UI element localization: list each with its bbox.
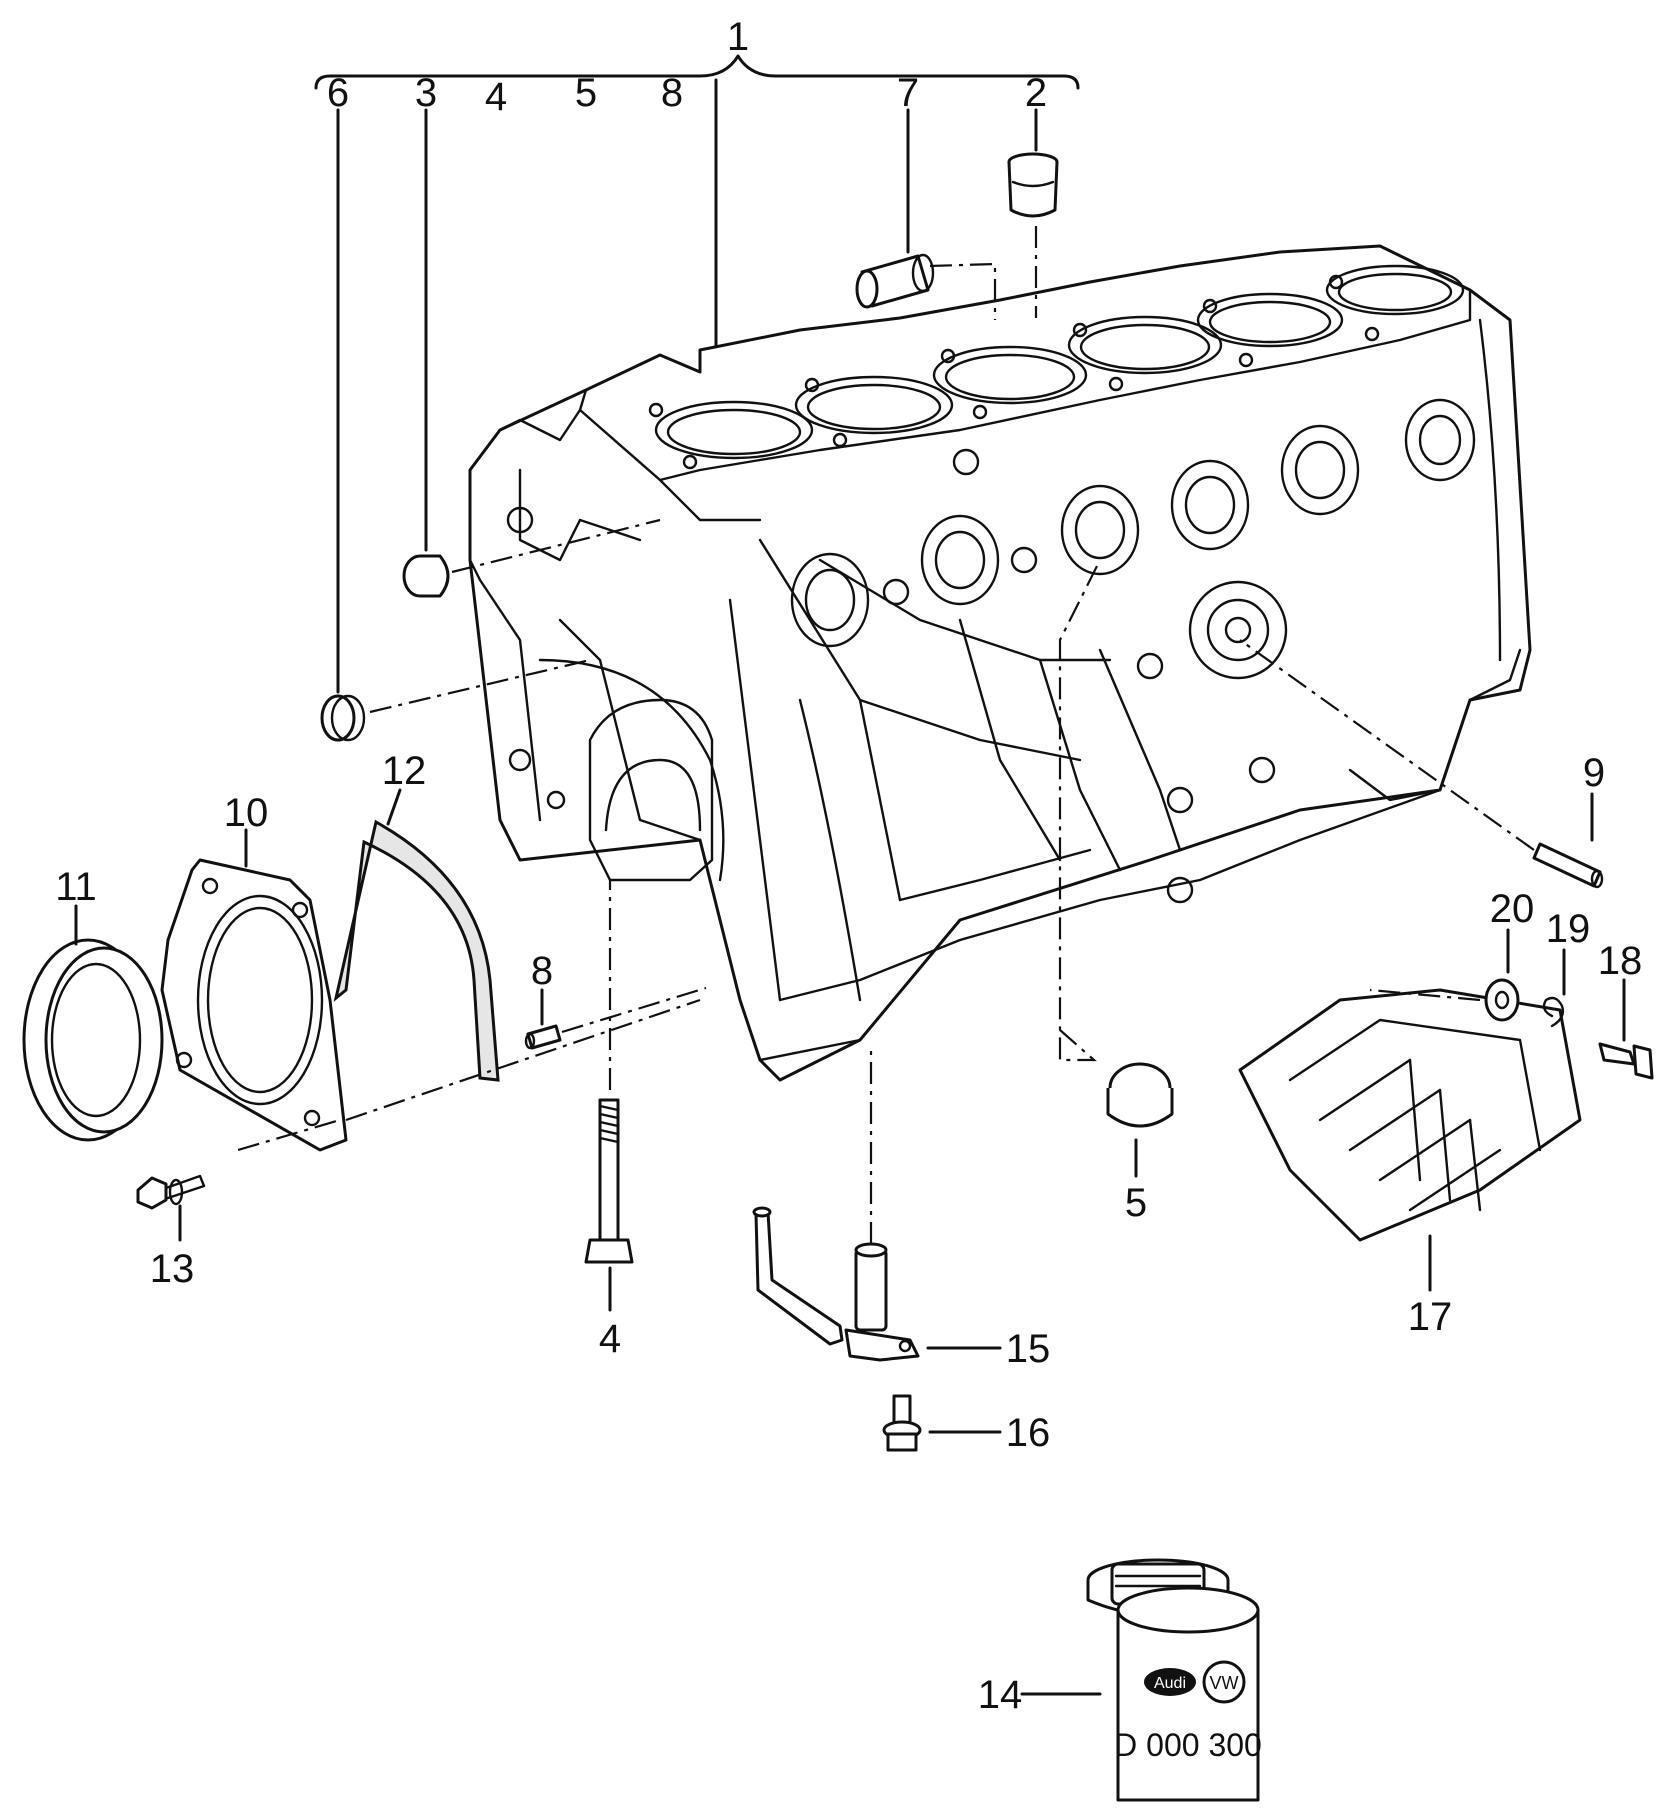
can-label: Audi VW D 000 300	[1114, 1660, 1262, 1763]
part-20-washer	[1484, 928, 1520, 1022]
part-6-ring	[320, 108, 591, 742]
can-brand-vw: VW	[1210, 1673, 1239, 1693]
callout-18: 18	[1598, 939, 1643, 983]
callout-2: 2	[1025, 71, 1047, 115]
callout-17: 17	[1408, 1295, 1453, 1339]
part-13-bolt	[136, 1174, 206, 1242]
can-part-number: D 000 300	[1114, 1727, 1262, 1763]
engine-block	[468, 244, 1532, 1082]
part-5-plug	[1058, 559, 1174, 1178]
group-bracket	[314, 54, 1080, 362]
callout-4: 4	[599, 1317, 621, 1361]
can-brand-audi: Audi	[1154, 1675, 1186, 1692]
part-9-pin	[1239, 639, 1604, 889]
part-10-flange	[160, 828, 701, 1152]
callout-16: 16	[1006, 1411, 1051, 1455]
callout-15: 15	[1006, 1327, 1051, 1371]
callout-12: 12	[382, 749, 427, 793]
callout-5: 5	[1125, 1181, 1147, 1225]
part-12-gasket	[333, 788, 500, 1082]
part-16-bolt	[882, 1394, 1002, 1452]
callout-8: 8	[531, 949, 553, 993]
callout-4-top: 4	[485, 75, 507, 119]
callout-6: 6	[327, 71, 349, 115]
callout-13: 13	[150, 1247, 195, 1291]
callout-labels: 1 6 3 4 5 8 7 2 12 10 11 8 13 4 9 5 20 1…	[55, 15, 1642, 1717]
callout-7: 7	[897, 71, 919, 115]
part-4-stud	[584, 880, 634, 1312]
callout-19: 19	[1546, 907, 1591, 951]
part-17-baffle	[1238, 988, 1582, 1292]
part-3-plug	[402, 108, 661, 598]
callout-14: 14	[978, 1673, 1023, 1717]
part-8-dowel	[524, 986, 707, 1050]
part-18-bolt	[1598, 978, 1654, 1080]
callout-10: 10	[224, 791, 269, 835]
part-19-clip	[1542, 948, 1566, 1028]
audi-logo-icon	[1144, 1668, 1196, 1696]
callout-11: 11	[55, 865, 97, 909]
callout-8-top: 8	[661, 71, 683, 115]
part-2-bush	[1007, 108, 1059, 318]
callout-5-top: 5	[575, 71, 597, 115]
part-15-spray-jet	[752, 1050, 1002, 1362]
part-11-oil-seal	[22, 904, 164, 1142]
part-14-sealant-can	[1020, 1558, 1260, 1802]
callout-9: 9	[1583, 751, 1605, 795]
part-7-sleeve	[855, 108, 997, 320]
vw-logo-icon	[1202, 1660, 1246, 1704]
callout-20: 20	[1490, 887, 1535, 931]
callout-1: 1	[727, 15, 749, 59]
callout-3: 3	[415, 71, 437, 115]
